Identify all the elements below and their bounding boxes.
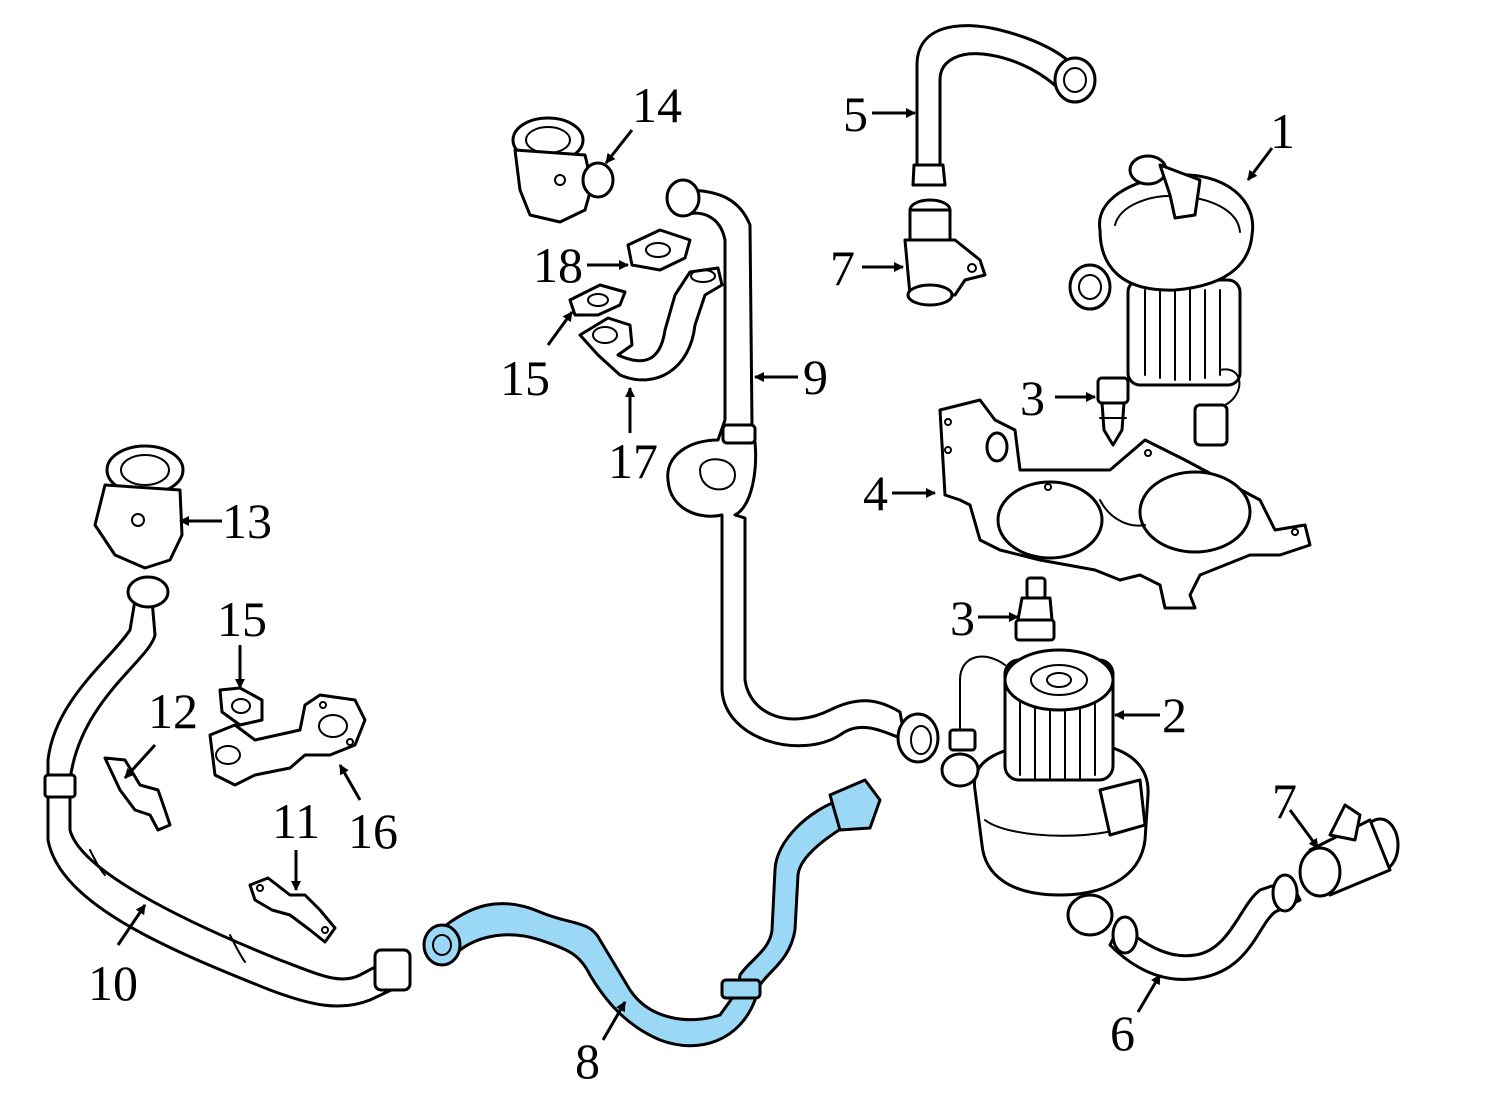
- part-6-hose[interactable]: [1108, 873, 1302, 981]
- part-18-gasket[interactable]: [626, 228, 692, 272]
- part-14-valve[interactable]: [511, 116, 615, 224]
- callout-3-upper: 3: [1020, 370, 1045, 426]
- callout-6: 6: [1110, 1005, 1135, 1061]
- callout-1: 1: [1270, 103, 1295, 159]
- callout-2: 2: [1162, 687, 1187, 743]
- callout-13: 13: [222, 493, 272, 549]
- part-7-connector-lower[interactable]: [1298, 803, 1400, 898]
- callout-11: 11: [272, 793, 320, 849]
- callout-14: 14: [632, 77, 682, 133]
- part-15-gasket-upper[interactable]: [568, 283, 627, 317]
- callout-5: 5: [843, 86, 868, 142]
- part-3-grommet-upper[interactable]: [1096, 376, 1130, 447]
- callout-17: 17: [608, 433, 658, 489]
- callout-7-upper: 7: [830, 240, 855, 296]
- part-1-air-pump[interactable]: [1068, 154, 1255, 447]
- part-12-clip[interactable]: [103, 756, 172, 832]
- callout-15-upper: 15: [500, 350, 550, 406]
- callout-10: 10: [88, 955, 138, 1011]
- callout-7-lower: 7: [1272, 773, 1297, 829]
- callout-12: 12: [148, 683, 198, 739]
- part-2-secondary-air-pump[interactable]: [940, 648, 1150, 937]
- callout-4: 4: [863, 465, 888, 521]
- part-5-hose[interactable]: [911, 24, 1097, 187]
- callout-16: 16: [348, 803, 398, 859]
- callout-8: 8: [575, 1033, 600, 1089]
- part-16-pipe[interactable]: [208, 693, 367, 787]
- callout-15-lower: 15: [217, 591, 267, 647]
- part-15-gasket-lower[interactable]: [218, 686, 264, 727]
- callout-9: 9: [803, 349, 828, 405]
- part-11-bracket[interactable]: [248, 876, 337, 944]
- part-17-pipe[interactable]: [578, 266, 724, 382]
- callout-18: 18: [533, 237, 583, 293]
- part-8-hose-highlighted[interactable]: [422, 778, 882, 1048]
- part-7-connector-upper[interactable]: [903, 198, 987, 307]
- part-9-tube[interactable]: [665, 178, 940, 764]
- callout-arrows: [116, 108, 1320, 1041]
- callout-3-lower: 3: [950, 590, 975, 646]
- part-3-grommet-lower[interactable]: [1014, 576, 1056, 642]
- part-4-bracket[interactable]: [938, 398, 1312, 610]
- part-13-valve[interactable]: [93, 444, 185, 570]
